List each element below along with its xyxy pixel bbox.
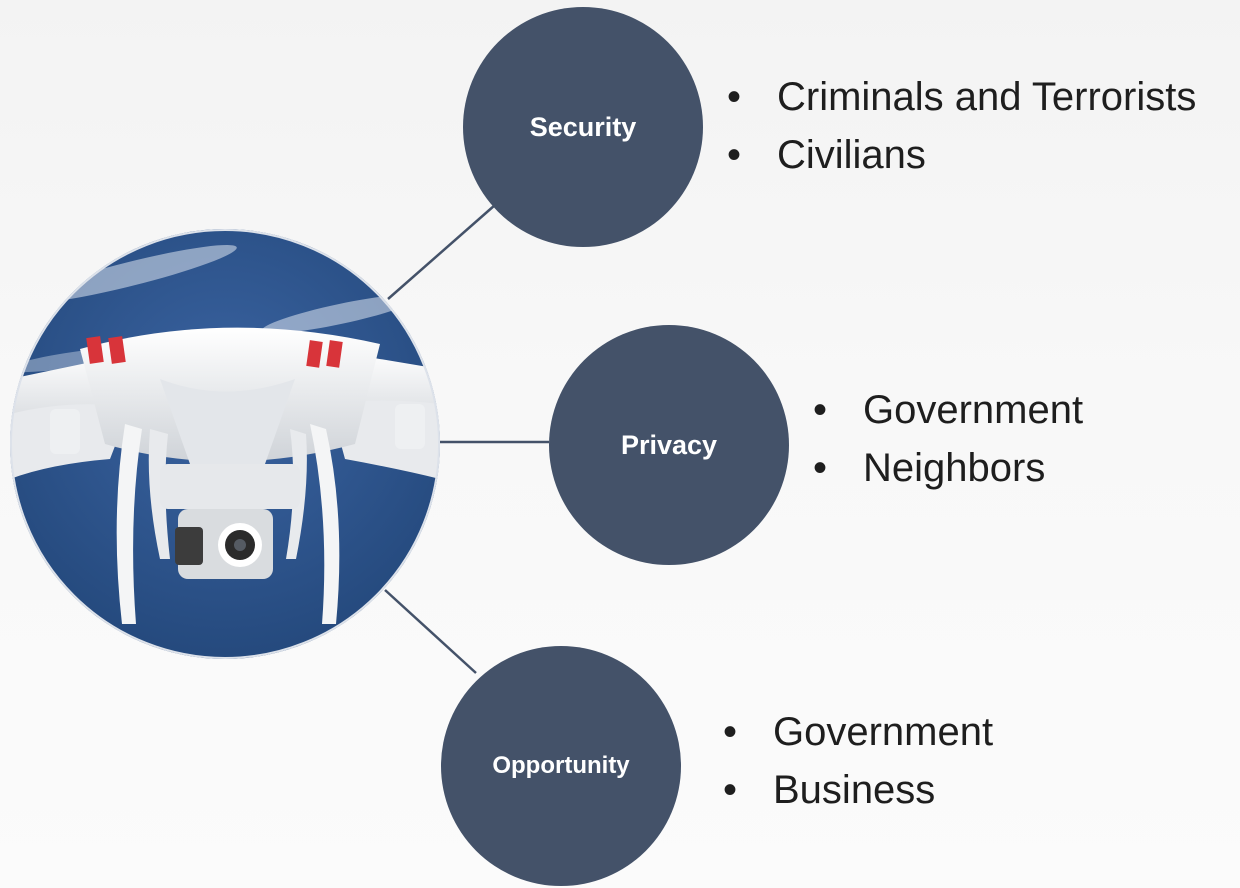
- bullets-privacy: Government Neighbors: [813, 381, 1083, 497]
- bullet-item: Neighbors: [813, 439, 1083, 497]
- node-privacy: Privacy: [549, 325, 789, 565]
- bullet-item: Government: [723, 703, 993, 761]
- bullet-item: Civilians: [727, 126, 1196, 184]
- node-security: Security: [463, 7, 703, 247]
- node-opportunity-label: Opportunity: [492, 752, 630, 779]
- node-opportunity: Opportunity: [441, 646, 681, 886]
- bullets-security: Criminals and Terrorists Civilians: [727, 68, 1196, 184]
- connector-security: [387, 204, 496, 300]
- bullet-item: Government: [813, 381, 1083, 439]
- node-privacy-label: Privacy: [620, 429, 718, 460]
- drone-photo-icon: [10, 229, 440, 659]
- connector-opportunity: [384, 589, 477, 674]
- bullet-item: Business: [723, 761, 993, 819]
- node-security-label: Security: [529, 111, 637, 142]
- bullets-opportunity: Government Business: [723, 703, 993, 819]
- bullet-item: Criminals and Terrorists: [727, 68, 1196, 126]
